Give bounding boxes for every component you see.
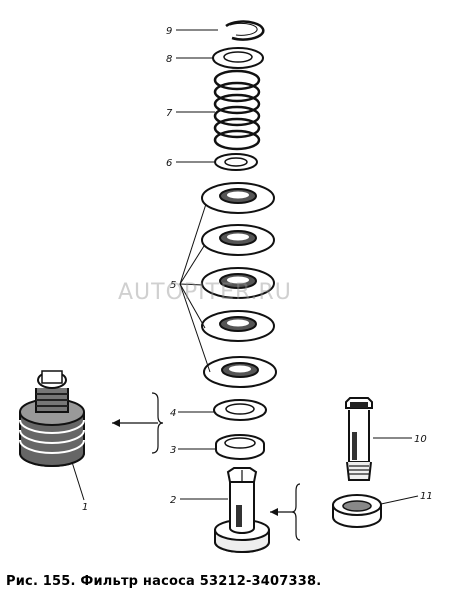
leader-lines	[71, 29, 419, 505]
figure-caption: Рис. 155. Фильтр насоса 53212-3407338.	[6, 574, 322, 589]
part-3-ring	[215, 434, 265, 460]
label-9: 9	[166, 26, 172, 37]
filter-disc	[201, 224, 275, 256]
label-4: 4	[170, 408, 176, 419]
filter-disc	[201, 182, 275, 214]
label-11: 11	[420, 491, 433, 502]
filter-disc	[203, 356, 277, 388]
watermark: AUTOPITER.RU	[118, 280, 292, 305]
label-10: 10	[414, 434, 427, 445]
part-10-bolt	[345, 397, 373, 481]
part-5-filter-discs	[201, 182, 277, 388]
label-3: 3	[170, 445, 176, 456]
label-8: 8	[166, 54, 172, 65]
part-8-washer	[212, 47, 264, 69]
part-4-washer	[213, 399, 267, 421]
part-1-filter-assembly	[19, 370, 85, 467]
label-6: 6	[166, 158, 172, 169]
arrow-to-part-2	[270, 508, 278, 516]
label-5: 5	[170, 280, 176, 291]
label-7: 7	[166, 108, 173, 119]
part-2-fitting	[214, 467, 270, 553]
part-11-cup	[332, 494, 382, 528]
filter-disc	[201, 310, 275, 342]
label-2: 2	[170, 495, 176, 506]
part-9-snap-ring	[225, 20, 265, 41]
arrow-to-part-1	[112, 419, 120, 427]
part-6-washer	[214, 153, 258, 171]
filter-disc	[201, 267, 275, 299]
part-7-spring	[213, 69, 261, 151]
label-1: 1	[82, 502, 88, 513]
